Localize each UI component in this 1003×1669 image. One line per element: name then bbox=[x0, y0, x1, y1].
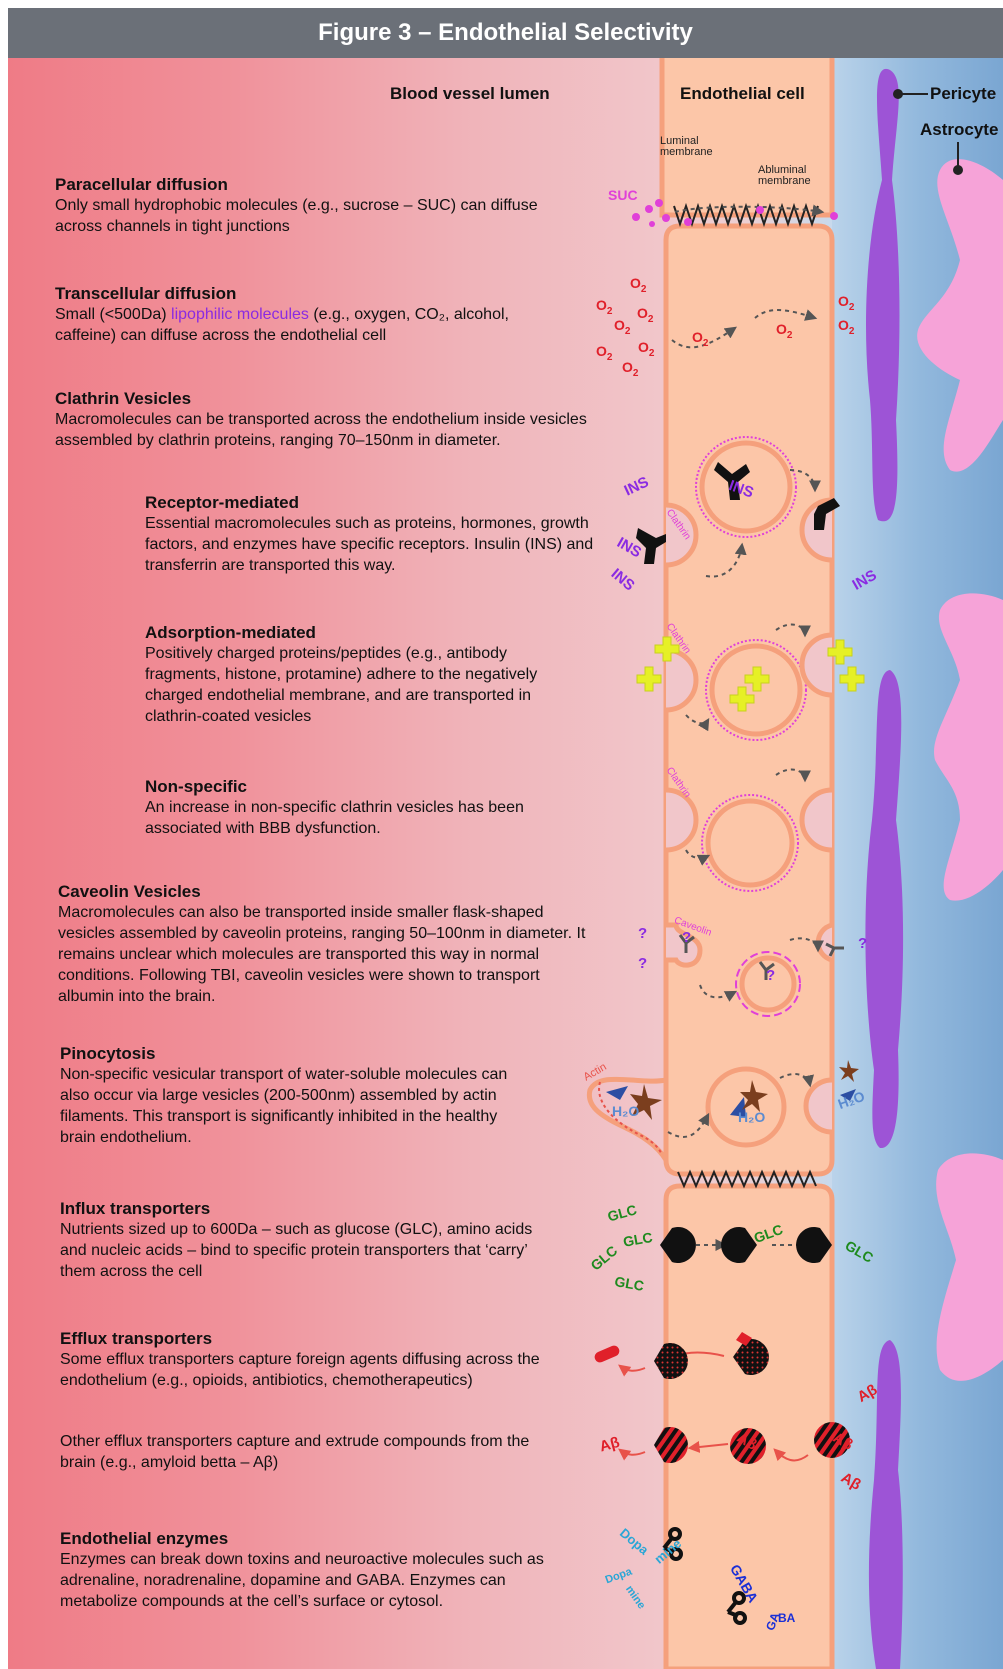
o2-label: O2 bbox=[637, 306, 653, 325]
section-pinocytosis: Pinocytosis Non-specific vesicular trans… bbox=[60, 1043, 530, 1148]
section-title: Paracellular diffusion bbox=[55, 174, 575, 195]
section-title: Pinocytosis bbox=[60, 1043, 530, 1064]
section-title: Adsorption-mediated bbox=[145, 622, 575, 643]
section-adsorption-mediated: Adsorption-mediated Positively charged p… bbox=[145, 622, 575, 727]
section-body: Positively charged proteins/peptides (e.… bbox=[145, 643, 575, 727]
question-label: ? bbox=[638, 926, 647, 941]
section-title: Transcellular diffusion bbox=[55, 283, 525, 304]
section-body: Macromolecules can also be transported i… bbox=[58, 902, 598, 1007]
section-title: Efflux transporters bbox=[60, 1328, 550, 1349]
pinocytosis-ruffle bbox=[589, 1079, 666, 1160]
pericyte-cells bbox=[865, 69, 903, 1669]
o2-label: O2 bbox=[622, 360, 638, 379]
o2-label: O2 bbox=[630, 276, 646, 295]
section-efflux-brain: Other efflux transporters capture and ex… bbox=[60, 1431, 550, 1473]
section-influx: Influx transporters Nutrients sized up t… bbox=[60, 1198, 560, 1282]
question-label: ? bbox=[638, 956, 647, 971]
o2-label: O2 bbox=[596, 298, 612, 317]
pericyte-2 bbox=[865, 670, 903, 1148]
arrow-abeta-2 bbox=[620, 1450, 645, 1455]
astrocyte-foot-3 bbox=[936, 1153, 1003, 1380]
astrocyte-label: Astrocyte bbox=[920, 120, 998, 140]
section-caveolin: Caveolin Vesicles Macromolecules can als… bbox=[58, 881, 598, 1007]
endothelial-cell-header: Endothelial cell bbox=[680, 84, 805, 104]
section-title: Caveolin Vesicles bbox=[58, 881, 598, 902]
question-label: ? bbox=[682, 930, 691, 945]
section-title: Influx transporters bbox=[60, 1198, 560, 1219]
section-body: Small (<500Da) lipophilic molecules (e.g… bbox=[55, 304, 525, 346]
astrocyte-foot-1 bbox=[917, 159, 1003, 471]
section-body: An increase in non-specific clathrin ves… bbox=[145, 797, 575, 839]
o2-label: O2 bbox=[596, 344, 612, 363]
o2-label: O2 bbox=[838, 318, 854, 337]
section-title: Receptor-mediated bbox=[145, 492, 595, 513]
lumen-header: Blood vessel lumen bbox=[390, 84, 550, 104]
o2-label: O2 bbox=[692, 330, 708, 349]
section-paracellular: Paracellular diffusion Only small hydrop… bbox=[55, 174, 575, 237]
section-enzymes: Endothelial enzymes Enzymes can break do… bbox=[60, 1528, 550, 1612]
luminal-membrane-label: Luminal membrane bbox=[660, 136, 713, 158]
section-body: Some efflux transporters capture foreign… bbox=[60, 1349, 550, 1391]
pericyte-label: Pericyte bbox=[930, 84, 996, 104]
section-body: Essential macromolecules such as protein… bbox=[145, 513, 595, 576]
astrocyte-endfeet bbox=[917, 159, 1003, 1381]
section-receptor-mediated: Receptor-mediated Essential macromolecul… bbox=[145, 492, 595, 576]
section-transcellular: Transcellular diffusion Small (<500Da) l… bbox=[55, 283, 525, 346]
vesicle-nonspecific bbox=[708, 801, 792, 885]
section-body: Nutrients sized up to 600Da – such as gl… bbox=[60, 1219, 560, 1282]
question-label: ? bbox=[858, 936, 867, 951]
vesicle-caveolin bbox=[742, 958, 794, 1010]
pericyte-1 bbox=[866, 69, 899, 521]
section-title: Clathrin Vesicles bbox=[55, 388, 595, 409]
section-title: Non-specific bbox=[145, 776, 575, 797]
influx-transporters bbox=[660, 1227, 832, 1263]
section-efflux: Efflux transporters Some efflux transpor… bbox=[60, 1328, 550, 1391]
section-clathrin: Clathrin Vesicles Macromolecules can be … bbox=[55, 388, 595, 451]
question-label: ? bbox=[766, 968, 775, 983]
h2o-label: H₂O bbox=[612, 1104, 639, 1118]
section-body: Macromolecules can be transported across… bbox=[55, 409, 595, 451]
h2o-label: H₂O bbox=[738, 1110, 765, 1124]
section-body: Non-specific vesicular transport of wate… bbox=[60, 1064, 530, 1148]
section-body: Only small hydrophobic molecules (e.g., … bbox=[55, 195, 575, 237]
o2-label: O2 bbox=[638, 340, 654, 359]
astrocyte-foot-2 bbox=[934, 593, 1003, 900]
abluminal-membrane-label: Abluminal membrane bbox=[758, 165, 811, 187]
section-body: Enzymes can break down toxins and neuroa… bbox=[60, 1549, 550, 1612]
section-title: Endothelial enzymes bbox=[60, 1528, 550, 1549]
o2-label: O2 bbox=[838, 294, 854, 313]
suc-label: SUC bbox=[608, 188, 638, 202]
section-body: Other efflux transporters capture and ex… bbox=[60, 1431, 550, 1473]
section-non-specific: Non-specific An increase in non-specific… bbox=[145, 776, 575, 839]
arrow-efflux-2 bbox=[620, 1366, 645, 1371]
o2-label: O2 bbox=[614, 318, 630, 337]
o2-label: O2 bbox=[776, 322, 792, 341]
